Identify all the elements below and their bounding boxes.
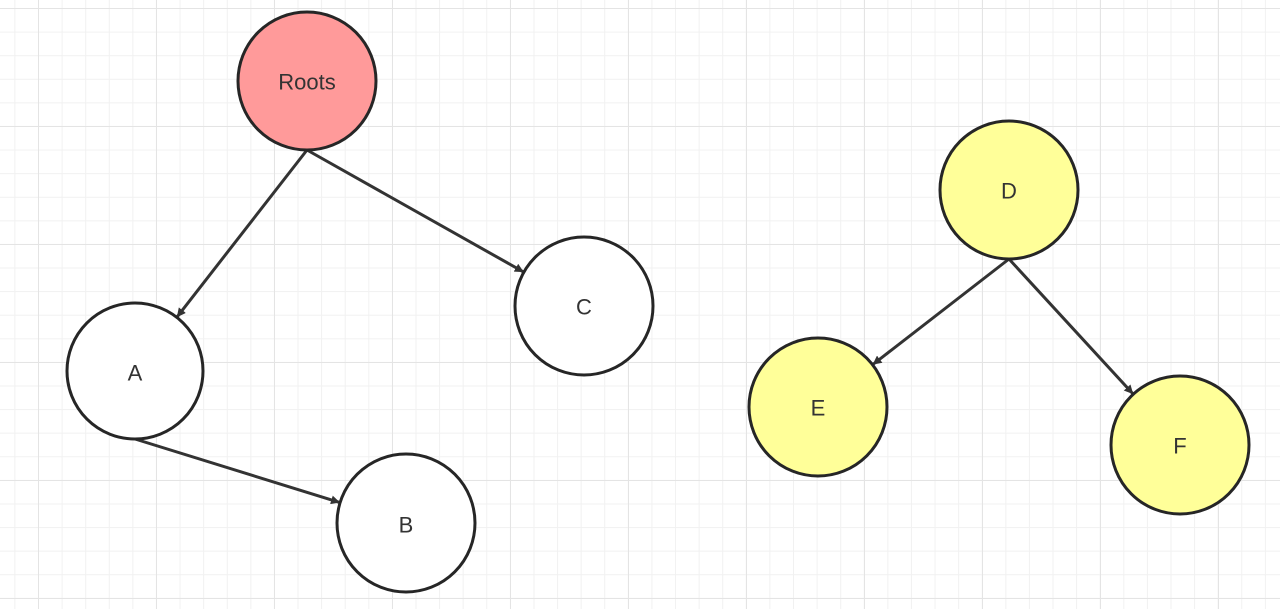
node-e-circle — [747, 336, 889, 478]
node-roots-label: Roots — [278, 70, 335, 95]
node-roots-circle — [236, 10, 378, 152]
node-roots: Roots — [236, 10, 378, 152]
edge-d-to-e — [872, 257, 1010, 366]
node-b: B — [335, 452, 477, 594]
node-e: E — [747, 336, 889, 478]
node-d: D — [938, 119, 1080, 261]
node-d-circle — [938, 119, 1080, 261]
node-c: C — [513, 235, 655, 377]
node-f: F — [1109, 374, 1251, 516]
node-f-label: F — [1173, 434, 1186, 459]
edge-a-to-b — [134, 437, 340, 505]
edge-d-to-f — [1007, 257, 1134, 395]
node-c-circle — [513, 235, 655, 377]
node-c-label: C — [576, 295, 592, 320]
edge-roots-to-a — [176, 149, 309, 318]
node-e-label: E — [811, 396, 826, 421]
node-d-label: D — [1001, 179, 1017, 204]
node-a: A — [65, 301, 205, 441]
node-f-circle — [1109, 374, 1251, 516]
node-b-circle — [335, 452, 477, 594]
node-a-circle — [65, 301, 205, 441]
node-a-label: A — [128, 361, 143, 386]
edge-roots-to-c — [306, 148, 524, 273]
node-b-label: B — [399, 513, 414, 538]
